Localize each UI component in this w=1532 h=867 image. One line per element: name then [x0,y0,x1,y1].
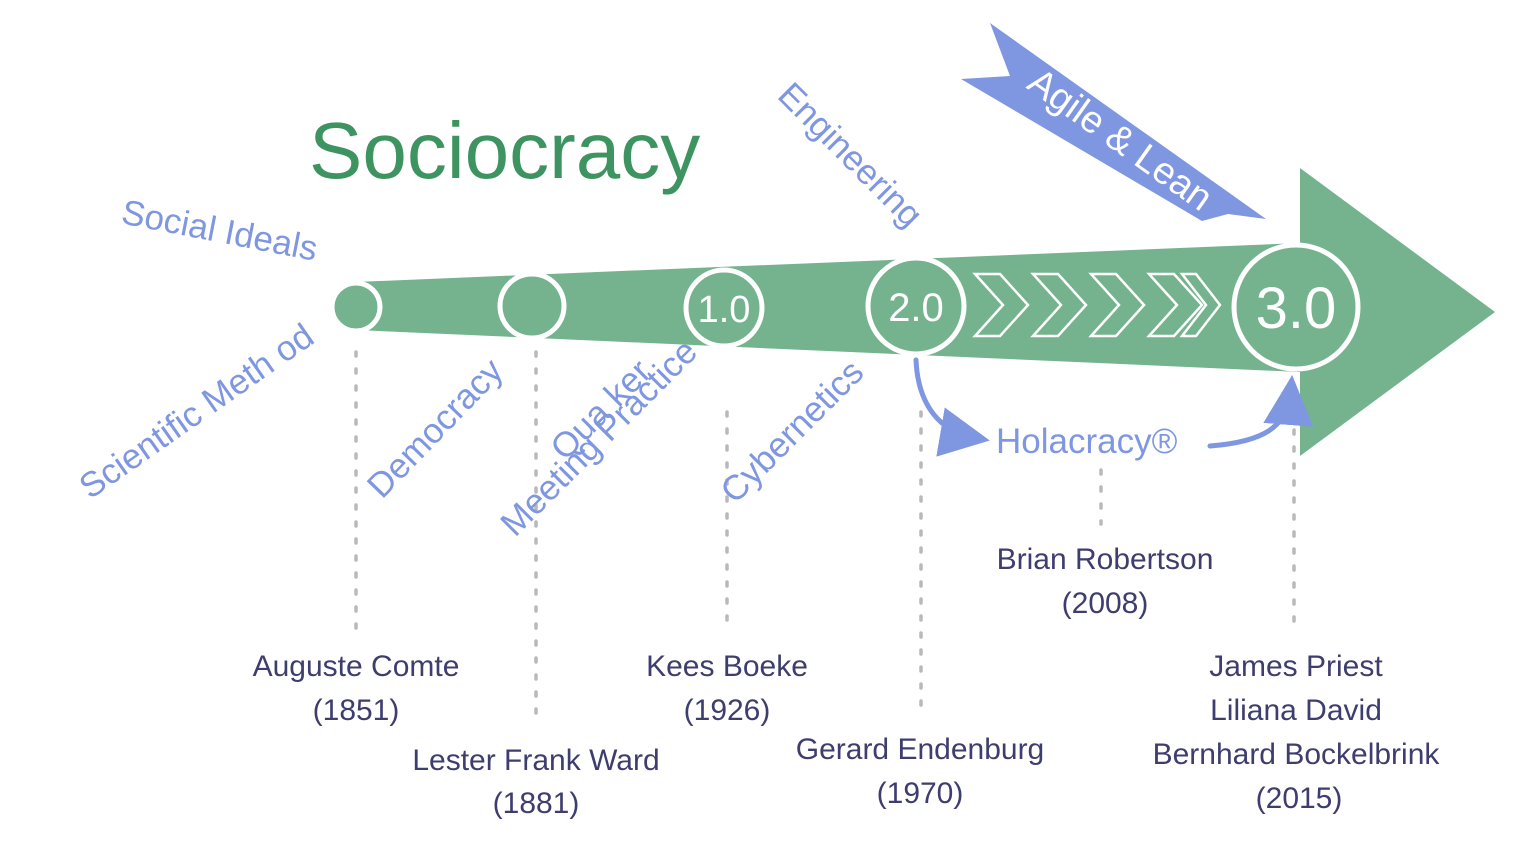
person-name-ward: Lester Frank Ward [412,744,659,777]
person-year-s3: (2015) [1256,782,1343,815]
stage-label-1-0: 1.0 [698,289,751,331]
influence-quaker-line-2: Meeting Practice [493,332,705,544]
influence-cybernetics: Cybernetics [713,352,871,510]
stage-marker-3-0: 3.0 [1231,242,1361,372]
stage-marker-comte [329,280,383,334]
stage-marker-1-0: 1.0 [683,267,765,349]
person-name-bockelbrink: Bernhard Bockelbrink [1153,738,1441,771]
person-year-ward: (1881) [493,787,580,820]
influence-scientific-method: Scientific Meth od [72,316,321,506]
person-year-endenburg: (1970) [877,777,964,810]
person-year-robertson: (2008) [1062,587,1149,620]
stage-marker-2-0: 2.0 [865,255,967,357]
stage-label-2-0: 2.0 [888,286,944,330]
chevron-icon [972,272,1030,338]
branch-arrow-in [1207,375,1314,449]
chevron-icon [1088,272,1146,338]
banner-label: Agile & Lean [1020,60,1220,219]
agile-lean-banner: Agile & Lean [961,23,1266,221]
chevron-icon [1179,272,1222,338]
stage-marker-ward [497,271,567,341]
person-name-endenburg: Gerard Endenburg [796,733,1045,766]
influence-democracy: Democracy [360,351,511,506]
person-name-priest: James Priest [1209,650,1383,683]
person-year-boeke: (1926) [684,694,771,727]
chevrons [972,272,1222,338]
branch-arrow-out [913,357,990,457]
stage-label-3-0: 3.0 [1256,276,1337,341]
person-year-comte: (1851) [313,694,400,727]
person-name-comte: Auguste Comte [253,650,460,683]
chevron-icon [1146,272,1204,338]
chevron-icon [1030,272,1088,338]
guide-lines [354,350,1296,720]
people-labels: Auguste Comte (1851) Lester Frank Ward (… [253,543,1441,820]
influence-holacracy: Holacracy® [996,422,1178,461]
influence-engineering: Engineering [770,75,930,235]
page-title: Sociocracy [309,106,700,195]
person-name-robertson: Brian Robertson [997,543,1214,576]
influence-social-ideals: Social Ideals [118,193,320,269]
holacracy-branch: Holacracy® [913,357,1314,461]
person-name-boeke: Kees Boeke [646,650,808,683]
stage-markers: 1.0 2.0 3.0 [329,242,1361,372]
person-name-david: Liliana David [1210,694,1382,727]
